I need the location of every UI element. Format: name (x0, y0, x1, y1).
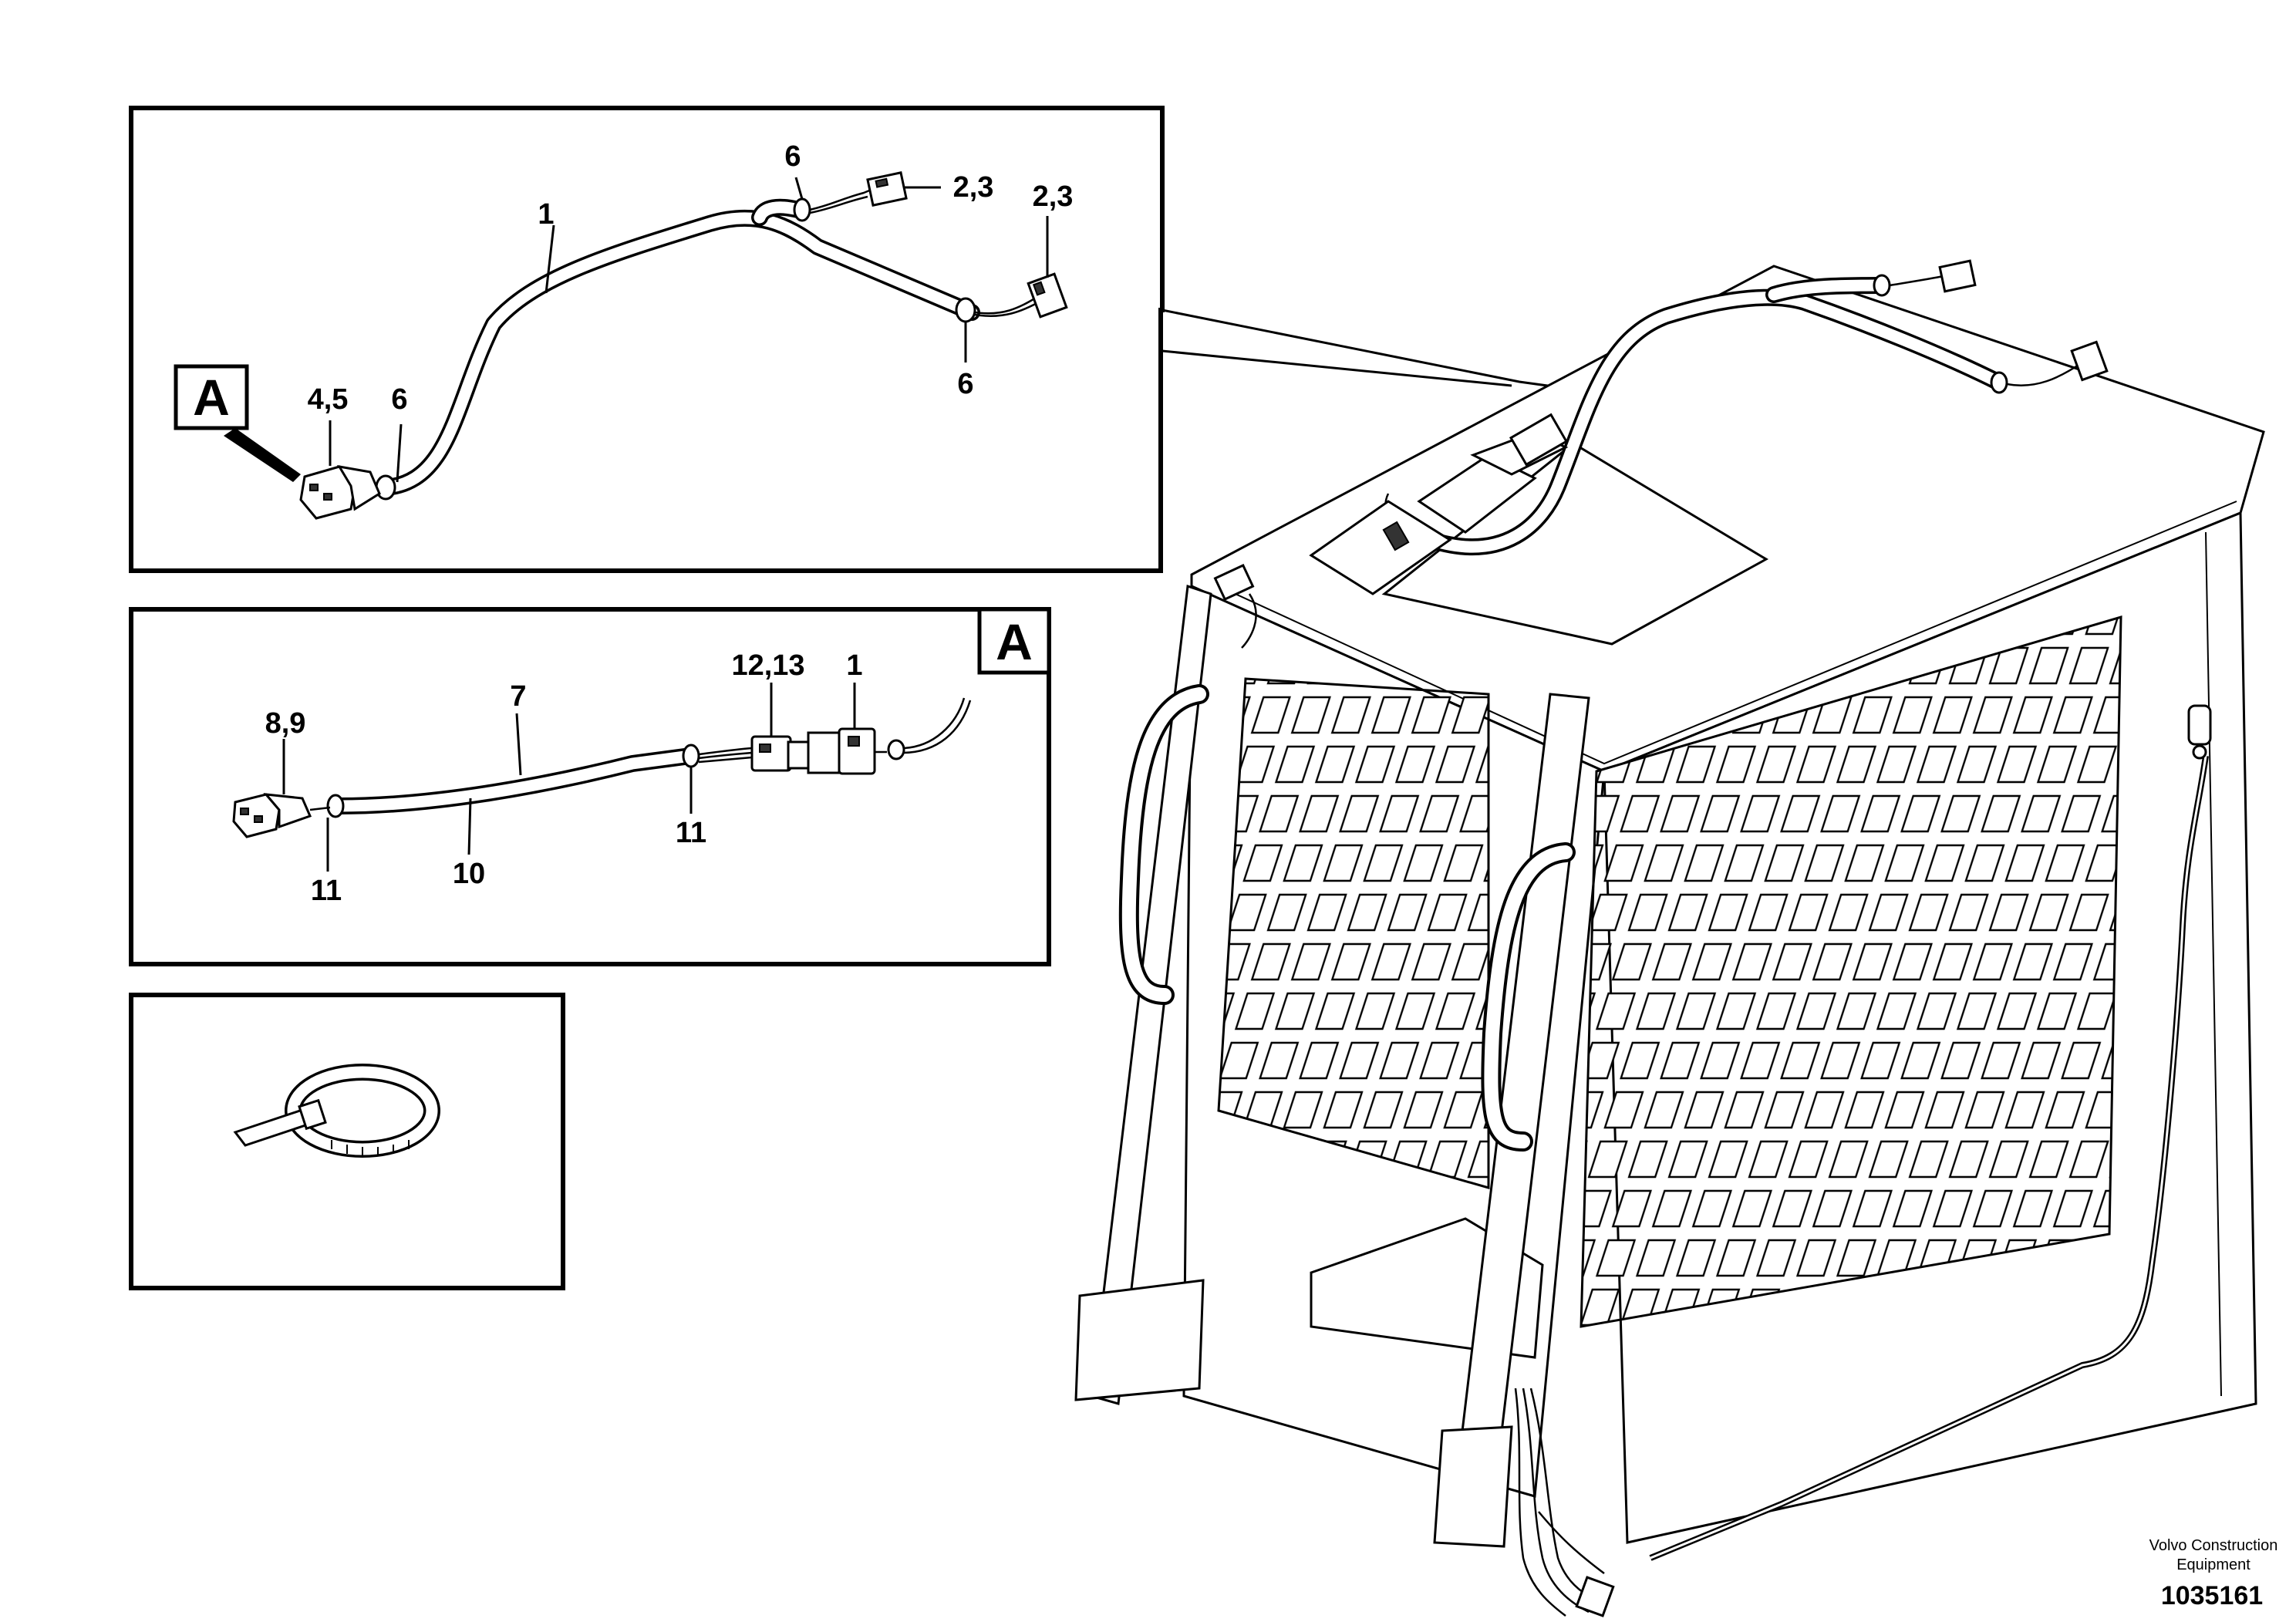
callout-8-9: 8,9 (265, 707, 306, 740)
side-grille (1580, 615, 2122, 1328)
callout-11-right: 11 (676, 817, 706, 849)
connector-2-3-upper (866, 171, 908, 207)
callout-2-3-right: 2,3 (1033, 180, 1074, 213)
detail-panel-harness-top: A 1 2,3 2,3 4,5 6 6 6 (129, 106, 1632, 573)
grommet-6-upper (793, 197, 811, 222)
cab-assembly (1074, 259, 2265, 1617)
side-wall-cable (1649, 704, 2212, 1561)
detail-panel-harness-middle: A (129, 607, 1051, 966)
callout-2-3-upper: 2,3 (953, 171, 994, 204)
callout-7: 7 (510, 680, 526, 713)
view-marker-a-top: A (174, 364, 301, 482)
callout-6-lower: 6 (957, 368, 973, 400)
view-letter-middle: A (996, 613, 1033, 670)
callout-1-middle: 1 (846, 649, 862, 682)
bottom-harness-bundle (1514, 1388, 1615, 1617)
callout-6-left: 6 (391, 383, 407, 416)
left-post-base (1074, 1279, 1205, 1401)
roof-harness (1384, 259, 2109, 556)
grommet-6-left (375, 474, 396, 501)
grommet-11-left (326, 794, 345, 818)
connector-8-9 (232, 793, 312, 838)
callout-11-left: 11 (311, 875, 342, 907)
brand-line-1: Volvo Construction (2149, 1537, 2278, 1554)
roof-connector-upper (1938, 259, 1977, 293)
callout-12-13: 12,13 (731, 649, 804, 682)
callout-4-5: 4,5 (308, 383, 349, 416)
cable-tie (233, 1064, 440, 1158)
roof-connector-right (2070, 340, 2109, 382)
callout-1: 1 (538, 198, 554, 231)
connector-4-5 (299, 464, 381, 520)
roof-electrical-unit (1213, 413, 1569, 649)
connector-1-mate (807, 727, 876, 775)
harness-hose-1 (377, 198, 980, 496)
grommet-6-right (955, 297, 976, 323)
callout-10: 10 (453, 858, 485, 890)
brand-line-2: Equipment (2176, 1556, 2250, 1573)
callout-6-upper: 6 (784, 140, 801, 173)
right-post-base (1433, 1425, 1513, 1548)
connector-2-3-right (1027, 272, 1068, 319)
connector-12-13 (750, 735, 810, 772)
detail-panel-cable-tie (129, 993, 565, 1290)
grommet-11-right (682, 744, 700, 768)
rear-grille (1217, 677, 1490, 1189)
harness-hose-10 (331, 747, 699, 814)
drawing-number: 1035161 (2161, 1581, 2263, 1610)
grommet-1-end (887, 739, 905, 760)
view-letter-top: A (193, 369, 230, 426)
title-block: Volvo Construction Equipment 1035161 (2149, 1537, 2278, 1610)
